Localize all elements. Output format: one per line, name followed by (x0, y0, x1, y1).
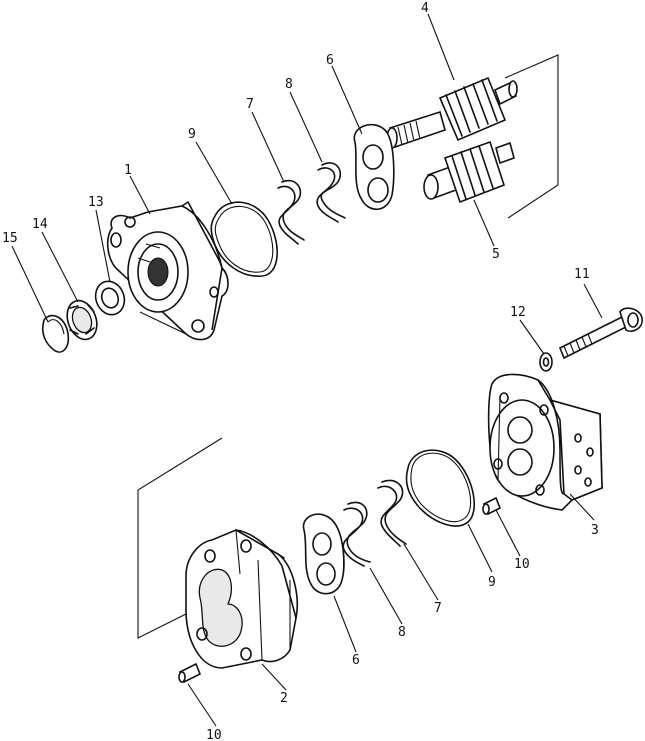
washer (539, 352, 553, 372)
front-cover (106, 201, 229, 341)
callout-3: 3 (591, 523, 599, 538)
callout-labels: 1 2 3 4 5 6 6 7 7 8 8 9 9 10 10 11 12 13… (2, 1, 599, 741)
snap-ring (41, 314, 70, 353)
seal-lower (377, 479, 407, 547)
o-ring-upper (210, 201, 278, 277)
o-ring-lower (405, 449, 476, 527)
driven-gear (423, 140, 515, 204)
bolt (558, 307, 643, 360)
callout-9-upper: 9 (188, 127, 196, 142)
bushing-plate-lower (302, 513, 345, 595)
callout-7-lower: 7 (434, 601, 442, 616)
callout-12: 12 (510, 305, 526, 320)
callout-8-lower: 8 (398, 625, 406, 640)
callout-6-lower: 6 (352, 653, 360, 668)
bearing (66, 299, 98, 341)
callout-15: 15 (2, 231, 18, 246)
callout-13: 13 (88, 195, 104, 210)
callout-10-lower: 10 (206, 728, 222, 741)
gear-housing (185, 529, 298, 669)
callout-14: 14 (32, 217, 48, 232)
callout-5: 5 (492, 247, 500, 262)
callout-10-upper: 10 (514, 557, 530, 572)
leader-lines (11, 13, 603, 727)
callout-11: 11 (574, 267, 590, 282)
seal-upper (277, 179, 305, 245)
callout-8-upper: 8 (285, 77, 293, 92)
bushing-plate-upper (353, 124, 395, 210)
dowel-pin-lower (178, 662, 202, 684)
oil-seal (94, 280, 126, 316)
callout-9-lower: 9 (488, 575, 496, 590)
body-group-bracket (137, 437, 223, 639)
callout-2: 2 (280, 691, 288, 706)
dowel-pin-upper (482, 496, 502, 516)
gear-group-bracket (504, 54, 559, 219)
callout-1: 1 (124, 163, 132, 178)
callout-7-upper: 7 (246, 97, 254, 112)
backup-ring-upper (316, 162, 346, 223)
backup-ring-lower (342, 501, 371, 567)
callout-4: 4 (421, 1, 429, 16)
callout-6-upper: 6 (326, 53, 334, 68)
rear-cover (487, 373, 603, 511)
drive-gear-shaft (386, 76, 518, 149)
